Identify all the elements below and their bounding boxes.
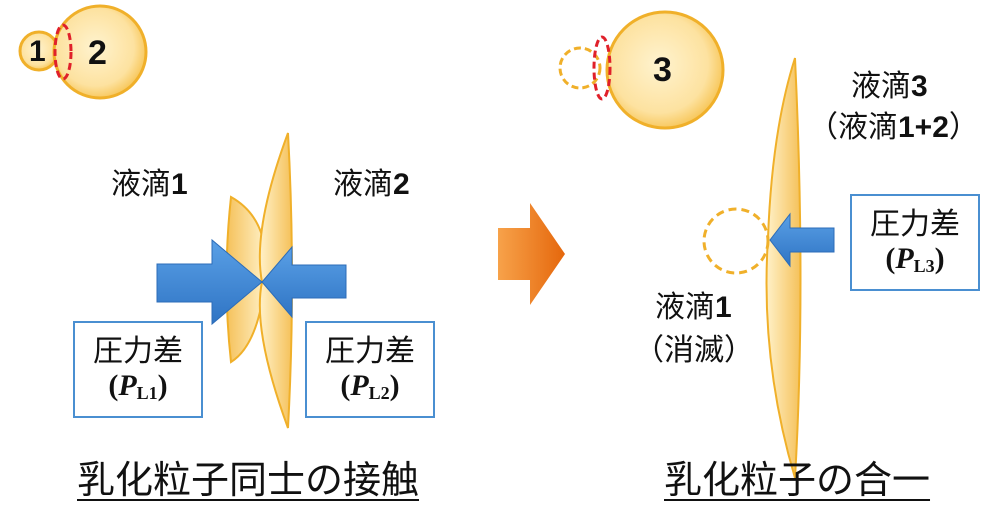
- vanished-droplet-outline-small: [558, 46, 602, 90]
- pressure-box-l2: 圧力差 (PL2): [305, 321, 435, 418]
- pressure-title: 圧力差: [870, 206, 960, 242]
- contact-zone-marker-right: [592, 35, 612, 101]
- pressure-box-l3: 圧力差 (PL3): [850, 194, 980, 291]
- right-arrow-icon: [498, 203, 565, 305]
- pressure-arrow-right: [261, 245, 347, 319]
- pressure-symbol: (PL2): [340, 369, 400, 404]
- pressure-arrow-left: [156, 238, 263, 326]
- droplet3-interface: [765, 57, 802, 479]
- pressure-symbol: (PL1): [108, 369, 168, 404]
- pressure-box-l1: 圧力差 (PL1): [73, 321, 203, 418]
- label-droplet-1: 液滴1: [111, 167, 188, 202]
- caption-contact: 乳化粒子同士の接触: [77, 458, 420, 502]
- pressure-symbol: (PL3): [885, 242, 945, 277]
- contact-zone-marker: [53, 23, 73, 81]
- pressure-title: 圧力差: [325, 333, 415, 369]
- merged-droplet-number: 3: [653, 51, 672, 89]
- merged-droplet-3: [605, 10, 725, 130]
- pressure-arrow-l3: [769, 212, 835, 268]
- label-droplet-3: 液滴3: [851, 69, 928, 104]
- label-droplet-1-vanished: （消滅）: [634, 333, 754, 368]
- large-droplet-number: 2: [88, 34, 107, 72]
- vanished-droplet-1: [702, 207, 770, 275]
- caption-coalescence: 乳化粒子の合一: [664, 458, 931, 502]
- label-droplet-2: 液滴2: [333, 167, 410, 202]
- pressure-title: 圧力差: [93, 333, 183, 369]
- small-droplet-number: 1: [29, 35, 46, 68]
- label-droplet-3-origin: （液滴1+2）: [808, 110, 979, 145]
- label-droplet-1-right: 液滴1: [655, 290, 732, 325]
